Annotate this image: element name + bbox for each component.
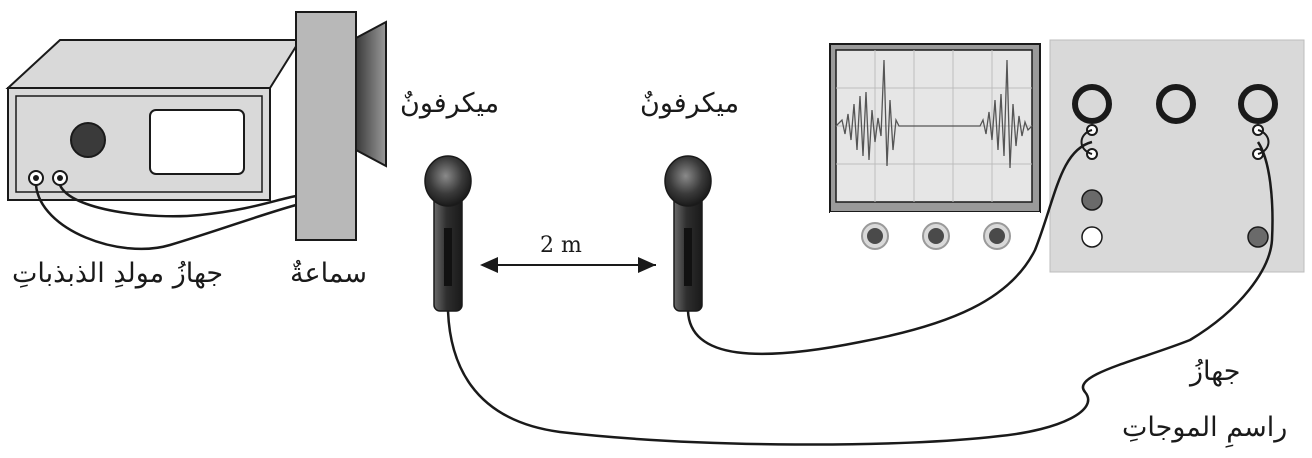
microphone-right <box>664 155 712 312</box>
signal-generator-label: جهازُ مولدِ الذبذباتِ <box>12 258 224 289</box>
distance-label: 2 m <box>540 233 582 258</box>
microphone-left <box>424 155 472 312</box>
generator-speaker-wires <box>34 184 297 251</box>
speaker-label: سماعةٌ <box>290 258 368 289</box>
microphone-right-label: ميكرفونٌ <box>640 88 740 119</box>
speaker <box>295 11 387 241</box>
oscilloscope-bottom-knobs <box>830 212 1040 258</box>
generator-display <box>149 109 245 175</box>
generator-knob <box>70 122 106 158</box>
signal-generator <box>5 39 302 201</box>
oscilloscope-dials <box>1072 84 1278 124</box>
oscilloscope-label-line2: راسمِ الموجاتِ <box>1122 412 1288 443</box>
waveform-trace <box>835 59 1033 169</box>
oscilloscope-label-line1: جهازُ <box>1190 356 1241 387</box>
oscilloscope <box>829 39 1305 273</box>
generator-terminals <box>28 170 68 186</box>
microphone-cables <box>446 140 1274 446</box>
microphone-left-label: ميكرفونٌ <box>400 88 500 119</box>
